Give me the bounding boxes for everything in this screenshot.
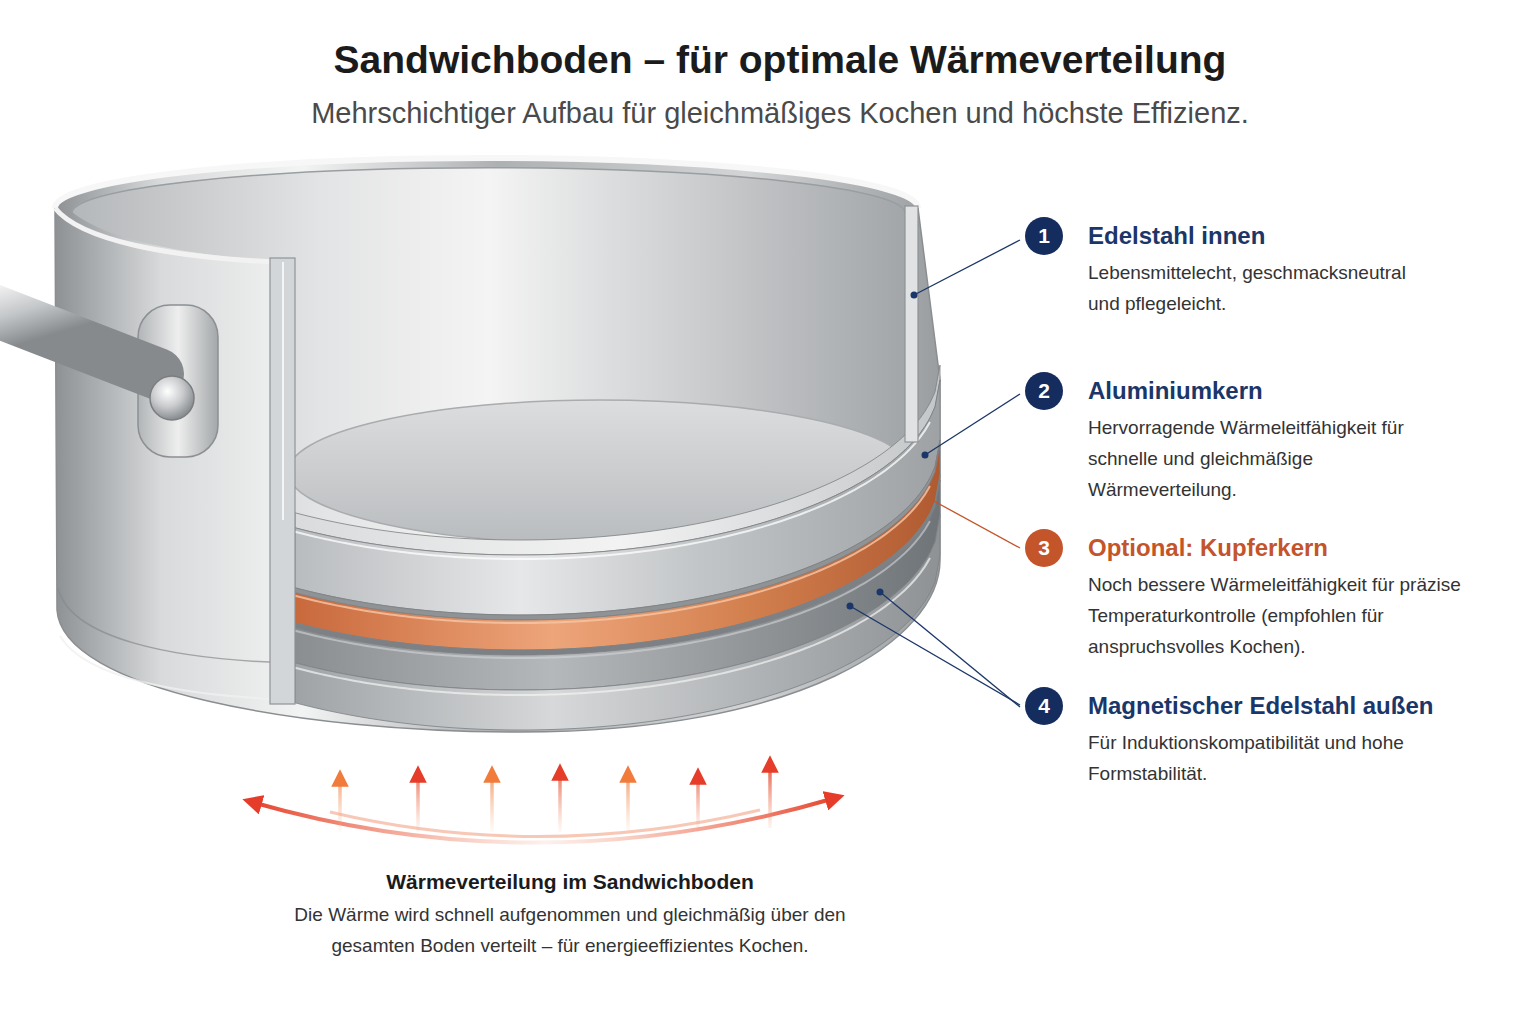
leader-lines: [847, 240, 1021, 707]
wall-section: [905, 206, 918, 442]
leader-dot: [877, 589, 884, 596]
title: Sandwichboden – für optimale Wärmevertei…: [180, 36, 1380, 84]
pot-rim-front: [55, 208, 280, 262]
section-note: Die Wärme wird schnell aufgenommen und g…: [287, 899, 853, 961]
leader-dot: [922, 452, 929, 459]
callout-number: 2: [1025, 372, 1063, 410]
layer-highlight: [295, 558, 930, 695]
callout-heading: Aluminiumkern: [1088, 372, 1428, 410]
pot-body: [55, 158, 940, 732]
leader-line: [880, 592, 1020, 707]
callout-number: 1: [1025, 217, 1063, 255]
pot-rim-edge: [72, 168, 905, 213]
callout-body: Hervorragende Wärmeleitfähigkeit für sch…: [1088, 412, 1428, 505]
callout-number: 4: [1025, 687, 1063, 725]
callout-heading: Magnetischer Edelstahl außen: [1088, 687, 1433, 725]
leader-line: [850, 606, 1020, 705]
heat-arrow: [338, 778, 342, 832]
heat-arrow: [626, 774, 630, 832]
subtitle: Mehrschichtiger Aufbau für gleichmäßiges…: [130, 95, 1430, 131]
callout: 1 Edelstahl innenLebensmittelecht, geschm…: [1025, 217, 1438, 319]
wall-section-line: [282, 262, 284, 520]
heat-arrows: [252, 764, 835, 843]
pot-rim: [55, 158, 918, 208]
leader-dot: [847, 603, 854, 610]
layer-band: [295, 515, 940, 730]
leader-dot: [911, 292, 918, 299]
callout-body: Noch bessere Wärmeleitfähigkeit für präz…: [1088, 569, 1518, 662]
callout: 2 AluminiumkernHervorragende Wärmeleitfäh…: [1025, 372, 1428, 505]
heat-arrow: [768, 764, 772, 828]
handle: [0, 309, 158, 374]
callout-body: Lebensmittelecht, geschmacksneutral und …: [1088, 257, 1438, 319]
wall-section: [270, 258, 295, 704]
heat-arrow: [416, 774, 420, 832]
base-ring: [58, 588, 295, 663]
leader-line: [925, 394, 1020, 455]
heat-arrow: [490, 774, 494, 832]
base-ring: [60, 636, 295, 700]
callout: 3 Optional: KupferkernNoch bessere Wärmel…: [1025, 529, 1518, 662]
heat-arrow: [696, 776, 700, 832]
sandwich-layers: [295, 365, 940, 730]
callout: 4 Magnetischer Edelstahl außenFür Indukti…: [1025, 687, 1433, 789]
section-heading: Wärmeverteilung im Sandwichboden: [290, 866, 850, 898]
callout-heading: Edelstahl innen: [1088, 217, 1438, 255]
layer-highlight: [295, 521, 930, 658]
layer-highlight: [295, 486, 930, 623]
layer-highlight: [295, 422, 930, 559]
callout-heading: Optional: Kupferkern: [1088, 529, 1518, 567]
leader-line: [932, 500, 1020, 548]
callout-number: 3: [1025, 529, 1063, 567]
heat-arrow: [558, 772, 562, 832]
rivet: [150, 376, 194, 420]
heat-arc: [330, 810, 760, 837]
leader-line: [914, 240, 1020, 295]
callout-body: Für Induktionskompatibilität und hohe Fo…: [1088, 727, 1428, 789]
